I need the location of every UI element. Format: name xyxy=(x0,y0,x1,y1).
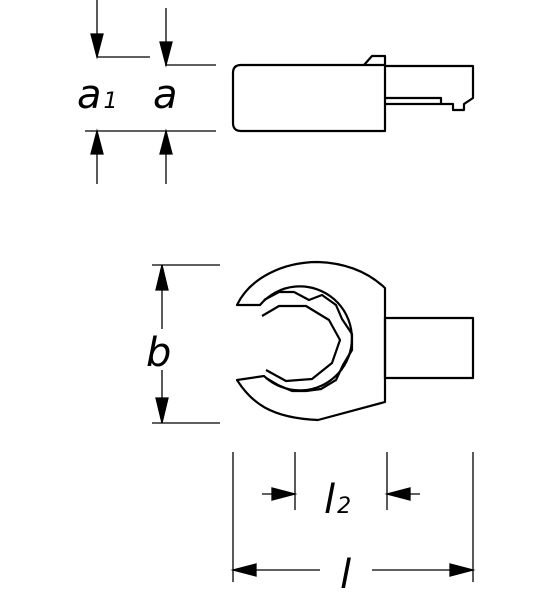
twelve-point-opening xyxy=(263,290,354,393)
label-a1: a1 xyxy=(77,72,118,118)
arrow-l-left xyxy=(230,563,257,577)
square-drive-insert xyxy=(383,316,475,380)
arrow-l2-right xyxy=(384,487,411,501)
dimension-labels: a1 a b l2 l xyxy=(77,72,351,592)
arrow-a1-bottom xyxy=(90,128,104,155)
arrow-b-bottom xyxy=(155,397,169,424)
arrow-b-top xyxy=(155,264,169,291)
side-view xyxy=(231,54,475,133)
front-view xyxy=(235,260,475,422)
arrow-a-bottom xyxy=(159,128,173,155)
arrow-a1-top xyxy=(90,33,104,60)
flare-nut-head xyxy=(235,260,387,422)
label-l2: l2 xyxy=(324,477,351,523)
dimension-lines xyxy=(85,0,476,582)
side-view-body xyxy=(231,54,387,133)
opening-inner-ring xyxy=(261,304,342,383)
label-b: b xyxy=(146,330,171,376)
label-l: l xyxy=(340,552,351,592)
arrow-a-top xyxy=(159,41,173,68)
label-a: a xyxy=(153,72,178,118)
arrow-l-right xyxy=(449,563,476,577)
side-view-square-drive xyxy=(385,64,475,112)
arrow-l2-left xyxy=(271,487,298,501)
